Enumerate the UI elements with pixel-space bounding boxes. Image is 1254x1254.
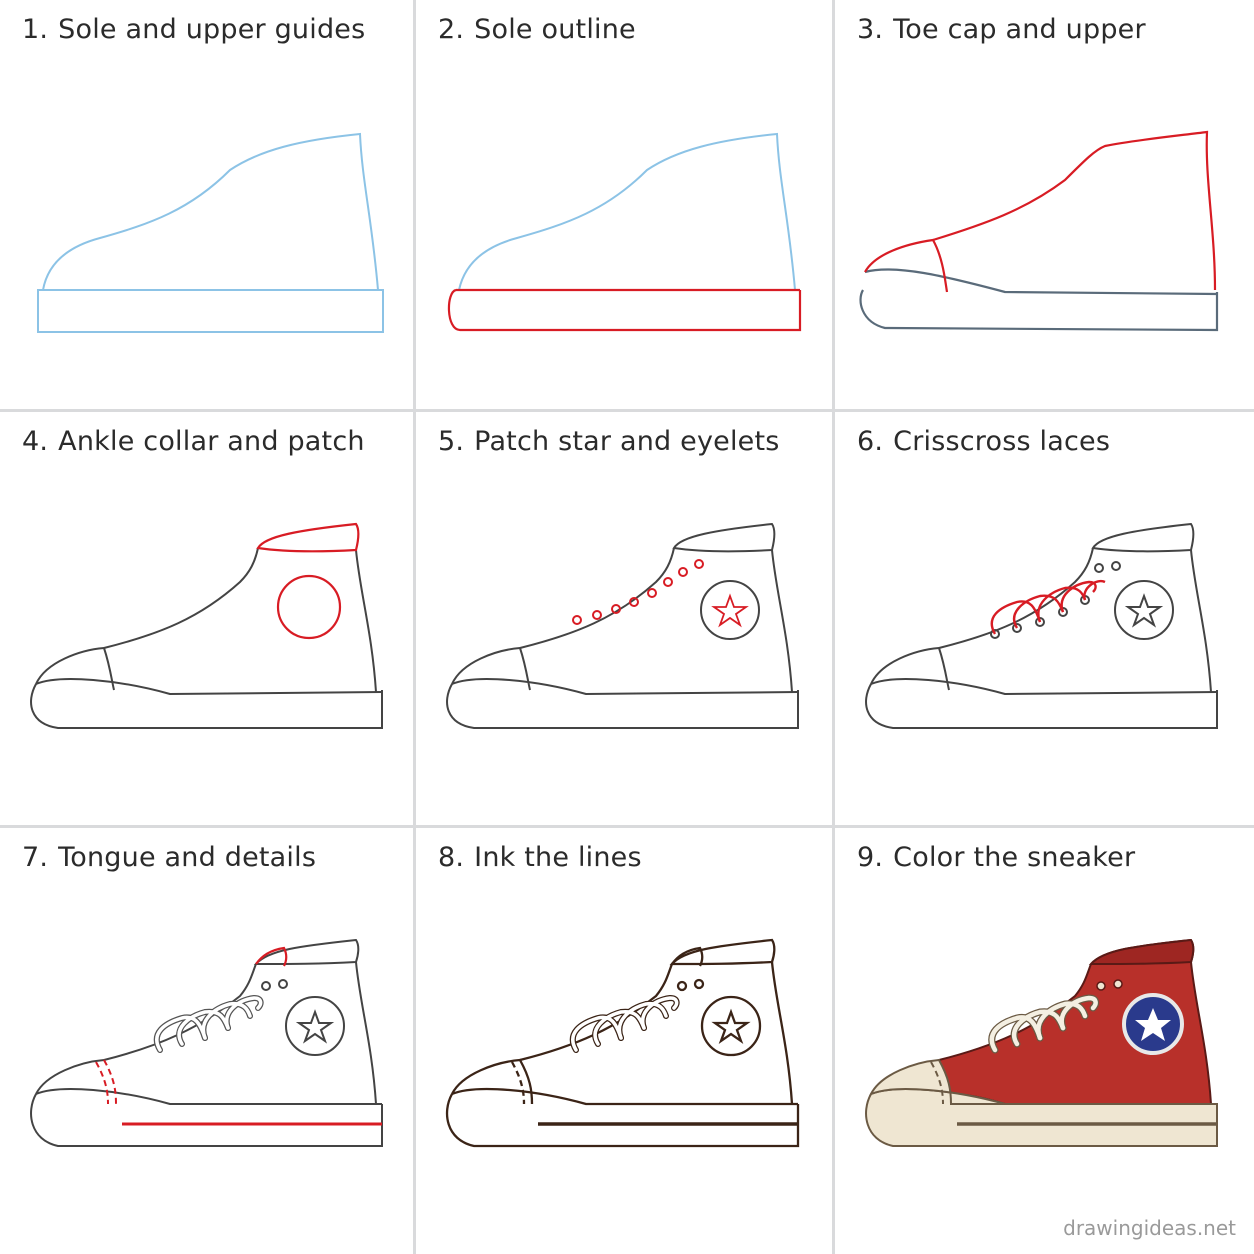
step-label: Sole and upper guides xyxy=(58,14,366,45)
shoe-drawing-5 xyxy=(446,522,799,729)
step-label: Sole outline xyxy=(474,14,636,45)
step-panel-3: 3. Toe cap and upper xyxy=(835,0,1254,412)
step-panel-4: 4. Ankle collar and patch xyxy=(0,412,416,828)
shoe-drawing-3 xyxy=(859,130,1219,332)
step-label: Patch star and eyelets xyxy=(474,426,780,457)
step-number: 4. xyxy=(22,426,49,457)
shoe-drawing-2 xyxy=(447,132,802,332)
step-panel-6: 6. Crisscross laces xyxy=(835,412,1254,828)
shoe-drawing-8 xyxy=(445,938,800,1148)
step-title-4: 4. Ankle collar and patch xyxy=(22,426,365,457)
step-label: Toe cap and upper xyxy=(893,14,1146,45)
step-label: Crisscross laces xyxy=(893,426,1111,457)
step-title-8: 8. Ink the lines xyxy=(438,842,642,873)
shoe-drawing-9 xyxy=(865,938,1218,1147)
step-number: 8. xyxy=(438,842,465,873)
step-panel-9: 9. Color the sneaker xyxy=(835,828,1254,1254)
step-title-2: 2. Sole outline xyxy=(438,14,636,45)
step-label: Ink the lines xyxy=(474,842,642,873)
shoe-drawing-6 xyxy=(865,522,1218,729)
shoe-drawing-1 xyxy=(37,132,384,333)
step-number: 5. xyxy=(438,426,465,457)
step-number: 3. xyxy=(857,14,884,45)
step-number: 9. xyxy=(857,842,884,873)
step-title-1: 1. Sole and upper guides xyxy=(22,14,365,45)
shoe-drawing-7 xyxy=(30,938,383,1147)
step-number: 7. xyxy=(22,842,49,873)
watermark: drawingideas.net xyxy=(1063,1216,1236,1240)
step-number: 2. xyxy=(438,14,465,45)
step-panel-5: 5. Patch star and eyelets xyxy=(416,412,835,828)
step-title-5: 5. Patch star and eyelets xyxy=(438,426,780,457)
step-label: Color the sneaker xyxy=(893,842,1136,873)
step-title-3: 3. Toe cap and upper xyxy=(857,14,1146,45)
step-title-7: 7. Tongue and details xyxy=(22,842,316,873)
step-label: Tongue and details xyxy=(58,842,317,873)
step-panel-2: 2. Sole outline xyxy=(416,0,835,412)
step-number: 6. xyxy=(857,426,884,457)
step-panel-7: 7. Tongue and details xyxy=(0,828,416,1254)
shoe-drawing-4 xyxy=(30,522,383,729)
step-label: Ankle collar and patch xyxy=(58,426,365,457)
step-title-6: 6. Crisscross laces xyxy=(857,426,1110,457)
step-panel-8: 8. Ink the lines xyxy=(416,828,835,1254)
step-panel-1: 1. Sole and upper guides xyxy=(0,0,416,412)
step-number: 1. xyxy=(22,14,49,45)
step-title-9: 9. Color the sneaker xyxy=(857,842,1135,873)
